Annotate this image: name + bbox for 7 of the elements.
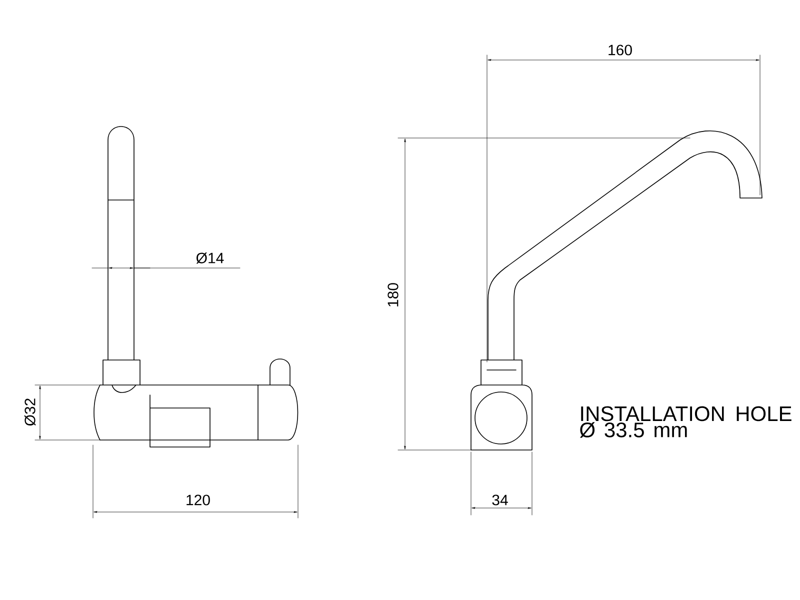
- dimension-label: 120: [186, 494, 210, 506]
- dimension-label: 34: [492, 494, 508, 506]
- dimension-label: 180: [388, 283, 398, 306]
- dimension-label: Ø14: [196, 252, 224, 264]
- dimension-label: INSTALLATION HOLE Ø 33.5 mm: [580, 406, 792, 438]
- dimension-label: 160: [608, 44, 632, 56]
- dimension-label: Ø32: [24, 398, 36, 426]
